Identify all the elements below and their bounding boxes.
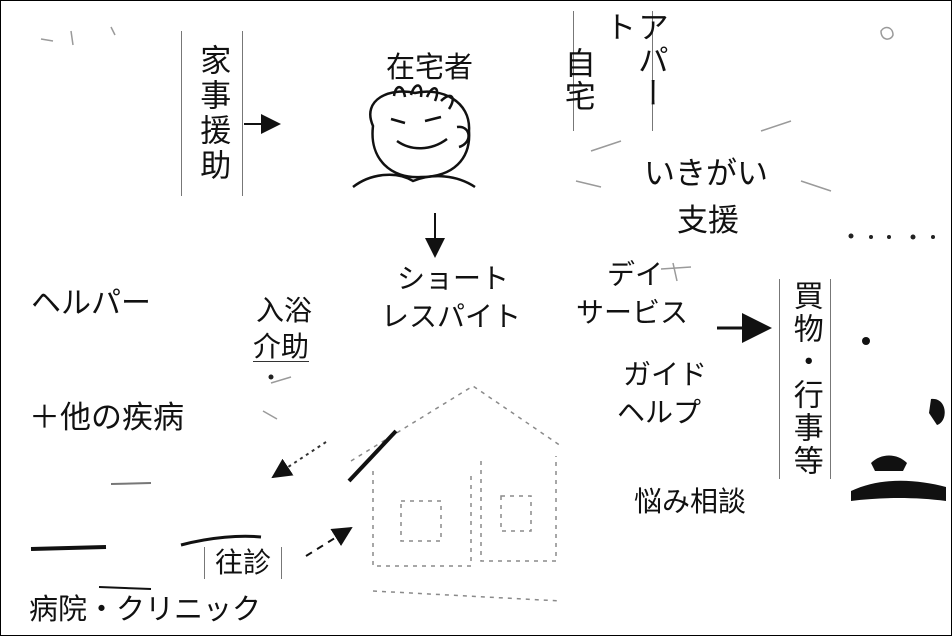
house-illustration — [350, 385, 562, 602]
shopping-illustration — [851, 337, 946, 501]
ikigai-line1: いきがい — [644, 156, 768, 192]
short-stay-line2: レスパイト — [381, 300, 522, 333]
day-service-line2: サービス — [576, 296, 689, 329]
faint-sparkles — [40, 26, 894, 420]
helper-label: ヘルパー — [31, 286, 151, 321]
bath-line2: 介助 — [253, 330, 310, 363]
center-person-label: 在宅者 — [386, 50, 474, 84]
dotted-arrow-left — [271, 441, 327, 479]
house-roof-edge — [347, 429, 398, 483]
person-illustration — [352, 84, 476, 189]
dash-mark-1 — [30, 545, 107, 551]
hospital-label: 病院・クリニック — [29, 592, 262, 626]
short-stay-line1: ショート — [397, 262, 510, 295]
dots-row — [268, 233, 935, 380]
ikigai-line2: 支援 — [677, 203, 739, 239]
guide-line1: ガイド — [623, 358, 708, 391]
guide-line2: ヘルプ — [617, 396, 702, 429]
bath-line1: 入浴 — [256, 294, 313, 327]
day-service-line1: デイ — [607, 258, 664, 291]
visit-arrow — [305, 526, 353, 557]
dash-mark-3 — [110, 482, 152, 485]
home-visit-label: 往診 — [204, 547, 283, 579]
housework-label: 家事援助 — [181, 31, 243, 196]
apartment-label: アパート 自宅 — [559, 11, 668, 131]
other-disease-label: ＋他の疾病 — [29, 400, 184, 436]
consult-label: 悩み相談 — [634, 485, 747, 518]
shopping-label: 買物・行事等 — [779, 279, 831, 479]
dash-mark-4 — [98, 586, 152, 590]
dash-mark-2 — [180, 534, 262, 547]
